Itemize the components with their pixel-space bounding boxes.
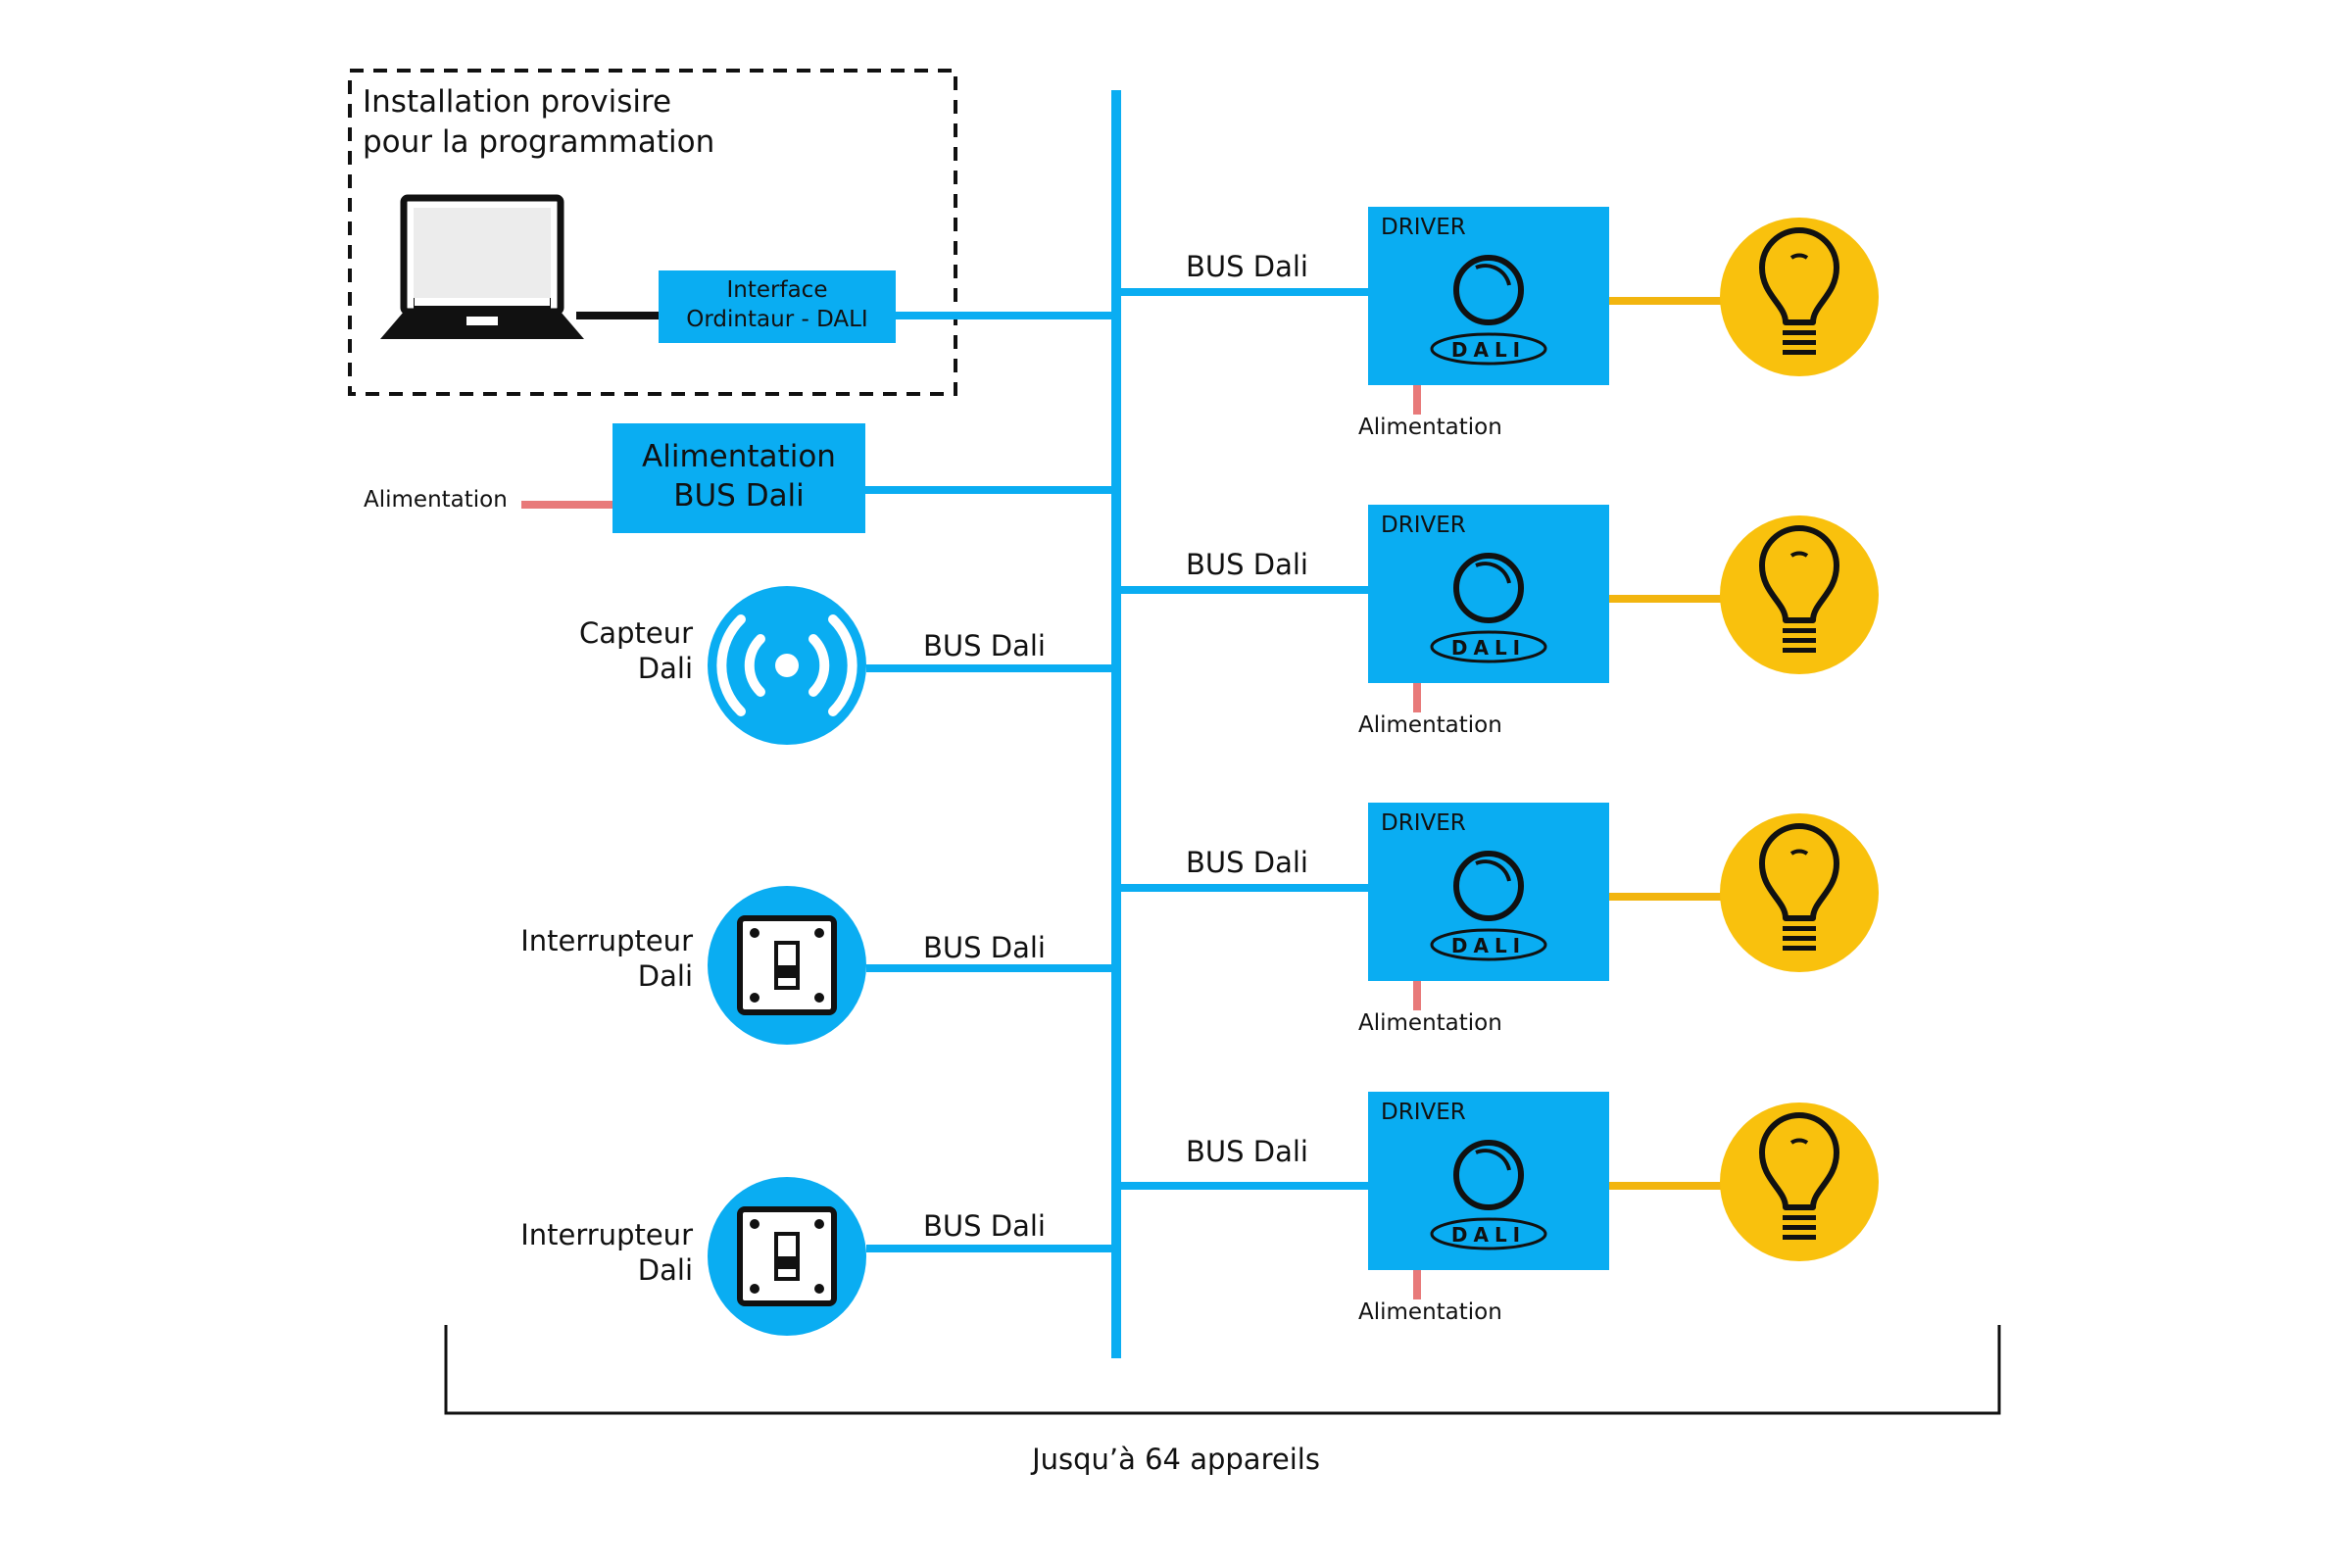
driver-power-label-4: Alimentation [1358,1299,1502,1325]
interface-label-line1: Interface [726,277,828,303]
driver-power-line [1413,1270,1421,1299]
programming-title: Installation provisire pour la programma… [363,82,714,163]
footer-bracket [444,1325,2001,1415]
bus-label-driver-4: BUS Dali [1186,1135,1308,1168]
sensor-label-line2: Dali [637,652,693,685]
sensor-wireless-icon [716,614,858,716]
dali-logo: DALI [1430,1217,1547,1250]
switch-1-label: Interrupteur Dali [520,923,693,994]
driver-row-3: DALI [1368,803,1879,1010]
dali-logo: DALI [1430,928,1547,961]
switch-icon [737,915,837,1015]
dali-logo-text: DALI [1451,1223,1526,1247]
dali-logo: DALI [1430,332,1547,366]
power-supply-line1: Alimentation [642,439,836,474]
dali-logo-text: DALI [1451,338,1526,362]
sensor-label: Capteur Dali [579,615,693,686]
driver-power-label-2: Alimentation [1358,712,1502,738]
laptop-icon [380,194,584,339]
bus-label-driver-1: BUS Dali [1186,250,1308,283]
programming-frame [348,69,957,396]
power-supply-input-label: Alimentation [364,487,508,513]
dimmer-knob-icon [1453,255,1524,325]
driver-title: DRIVER [1381,215,1466,240]
driver-title: DRIVER [1381,513,1466,538]
lamp-line [1609,595,1721,603]
driver-title: DRIVER [1381,1100,1466,1125]
power-supply-box: Alimentation BUS Dali [612,423,865,533]
interface-label-line2: Ordintaur - DALI [686,307,868,332]
bus-line-switch-2 [866,1245,1113,1252]
sensor-device [708,586,866,745]
bus-label-switch-1: BUS Dali [923,931,1046,964]
dimmer-knob-icon [1453,1140,1524,1210]
bus-line-driver-4 [1119,1182,1370,1190]
programming-title-line2: pour la programmation [363,124,715,160]
switch-2-label-line2: Dali [637,1253,693,1287]
bus-label-driver-3: BUS Dali [1186,846,1308,879]
dali-logo-text: DALI [1451,934,1526,957]
psu-power-line [521,501,612,509]
switch-1-label-line1: Interrupteur [520,924,693,957]
dali-logo: DALI [1430,630,1547,663]
dali-logo-text: DALI [1451,636,1526,660]
programming-title-line1: Installation provisire [363,84,672,120]
driver-box [1368,505,1609,683]
light-bulb-icon [1720,813,1879,972]
bus-label-switch-2: BUS Dali [923,1209,1046,1243]
bus-line-switch-1 [866,964,1113,972]
driver-power-line [1413,981,1421,1010]
footer-label: Jusqu’à 64 appareils [1032,1443,1320,1476]
driver-power-line [1413,385,1421,415]
dimmer-knob-icon [1453,851,1524,921]
driver-power-label-1: Alimentation [1358,415,1502,440]
lamp-line [1609,893,1721,901]
bus-line-interface [896,312,1113,319]
bus-line-driver-3 [1119,884,1370,892]
driver-row-2: DALI [1368,505,1879,712]
driver-box [1368,803,1609,981]
power-supply-line2: BUS Dali [673,478,805,514]
driver-box [1368,207,1609,385]
bus-label-driver-2: BUS Dali [1186,548,1308,581]
lamp-line [1609,1182,1721,1190]
sensor-label-line1: Capteur [579,616,693,650]
bus-line-psu [865,486,1113,494]
switch-device-1 [708,886,866,1045]
bus-line-sensor [866,664,1113,672]
lamp-line [1609,297,1721,305]
driver-row-1: DALI [1368,207,1879,415]
main-bus-line [1111,90,1121,1358]
switch-device-2 [708,1177,866,1336]
light-bulb-icon [1720,218,1879,376]
switch-2-label-line1: Interrupteur [520,1218,693,1251]
driver-power-label-3: Alimentation [1358,1010,1502,1036]
driver-title: DRIVER [1381,810,1466,836]
bus-label-sensor: BUS Dali [923,629,1046,662]
light-bulb-icon [1720,515,1879,674]
dimmer-knob-icon [1453,553,1524,623]
driver-box [1368,1092,1609,1270]
light-bulb-icon [1720,1102,1879,1261]
driver-power-line [1413,683,1421,712]
switch-icon [737,1206,837,1306]
bus-line-driver-2 [1119,586,1370,594]
switch-2-label: Interrupteur Dali [520,1217,693,1288]
bus-line-driver-1 [1119,288,1370,296]
driver-row-4: DALI [1368,1092,1879,1299]
switch-1-label-line2: Dali [637,959,693,993]
interface-box: Interface Ordintaur - DALI [659,270,896,343]
